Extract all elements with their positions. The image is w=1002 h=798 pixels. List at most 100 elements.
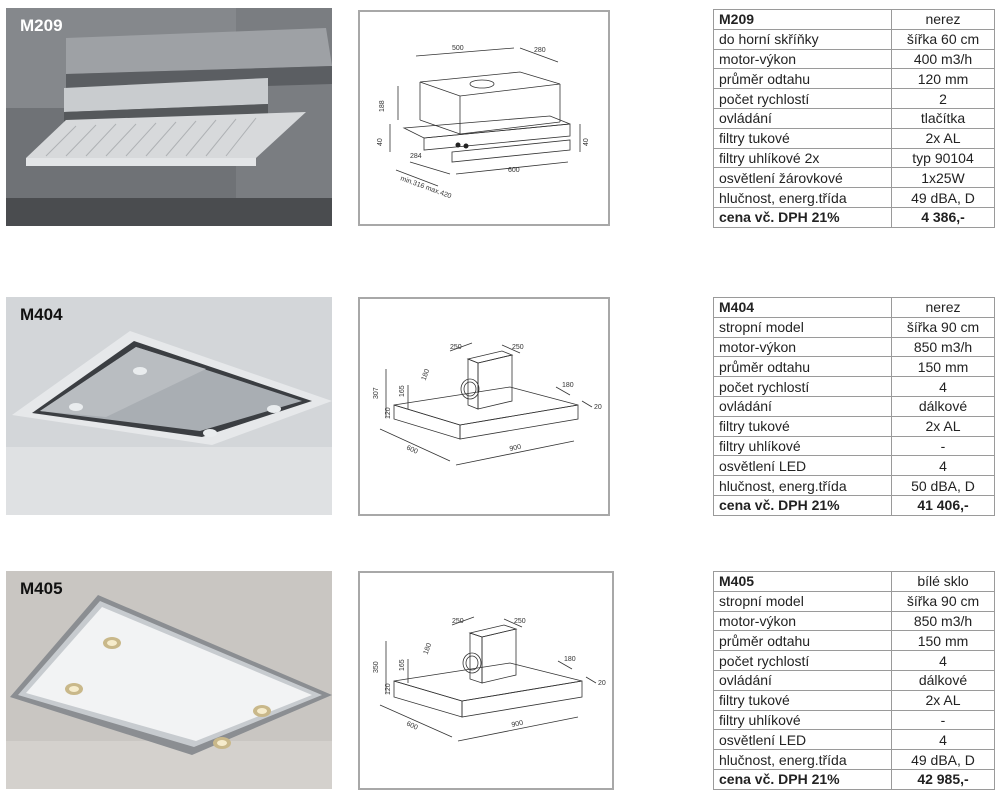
price-label: cena vč. DPH 21% bbox=[713, 768, 892, 790]
product-photo-m404: M404 bbox=[6, 297, 332, 515]
dim-label: 600 bbox=[405, 720, 419, 731]
product-photo-m405: M405 bbox=[6, 571, 332, 789]
dim-label: 350 bbox=[373, 661, 380, 673]
spec-key: ovládání bbox=[713, 669, 892, 691]
price-value: 42 985,- bbox=[891, 768, 995, 790]
spec-row: filtry uhlíkové- bbox=[713, 709, 995, 731]
dim-label: 600 bbox=[508, 167, 520, 174]
spec-key: filtry tukové bbox=[713, 689, 892, 711]
dim-label: 250 bbox=[450, 344, 462, 351]
spec-row: filtry uhlíkové- bbox=[713, 435, 995, 457]
price-label: cena vč. DPH 21% bbox=[713, 494, 892, 516]
spec-key: průměr odtahu bbox=[713, 68, 892, 90]
spec-key: hlučnost, energ.třída bbox=[713, 749, 892, 770]
spec-key: ovládání bbox=[713, 395, 892, 417]
spec-key: hlučnost, energ.třída bbox=[713, 475, 892, 496]
spec-value: 400 m3/h bbox=[891, 48, 995, 70]
price-row: cena vč. DPH 21%41 406,- bbox=[713, 494, 995, 516]
dim-label: 180 bbox=[421, 368, 432, 381]
spec-value: nerez bbox=[891, 297, 995, 318]
spec-key: osvětlení LED bbox=[713, 729, 892, 751]
spec-key: motor-výkon bbox=[713, 48, 892, 70]
spec-key: motor-výkon bbox=[713, 336, 892, 358]
dim-label: 165 bbox=[399, 659, 406, 671]
spec-value: bílé sklo bbox=[891, 571, 995, 592]
model-label: M209 bbox=[20, 16, 63, 35]
spec-key: filtry uhlíkové bbox=[713, 709, 892, 731]
spec-value: - bbox=[891, 435, 995, 457]
spec-value: typ 90104 bbox=[891, 147, 995, 169]
spec-value: 49 dBA, D bbox=[891, 187, 995, 208]
spec-key: filtry tukové bbox=[713, 127, 892, 149]
spec-value: 4 bbox=[891, 376, 995, 397]
dim-label: 250 bbox=[514, 618, 526, 625]
technical-drawing-m404: 250 250 180 307 165 120 180 20 600 900 bbox=[358, 297, 610, 516]
technical-drawing-m209: 500 280 188 40 284 600 40 min.316 max.42… bbox=[358, 10, 610, 226]
model-label: M405 bbox=[20, 579, 63, 598]
dim-label: 40 bbox=[377, 138, 384, 146]
spec-value: 2x AL bbox=[891, 689, 995, 711]
spec-value: 2x AL bbox=[891, 415, 995, 437]
spec-key: M404 bbox=[713, 297, 892, 318]
spec-value: - bbox=[891, 709, 995, 731]
dim-label: 40 bbox=[583, 138, 590, 146]
dim-label: 180 bbox=[564, 656, 576, 663]
spec-value: 120 mm bbox=[891, 68, 995, 90]
price-value: 4 386,- bbox=[891, 206, 995, 228]
dim-label: min.316 max.420 bbox=[399, 175, 452, 200]
spec-key: motor-výkon bbox=[713, 610, 892, 632]
spec-value: šířka 90 cm bbox=[891, 316, 995, 338]
technical-drawing-m405: 250 250 180 350 165 120 180 20 600 900 bbox=[358, 571, 614, 790]
spec-value: 850 m3/h bbox=[891, 336, 995, 358]
spec-key: počet rychlostí bbox=[713, 650, 892, 671]
dim-label: 307 bbox=[373, 387, 380, 399]
dim-label: 180 bbox=[423, 642, 434, 655]
dim-label: 120 bbox=[385, 683, 392, 695]
spec-value: 850 m3/h bbox=[891, 610, 995, 632]
spec-key: průměr odtahu bbox=[713, 630, 892, 652]
dim-label: 188 bbox=[379, 100, 386, 112]
dim-label: 250 bbox=[452, 618, 464, 625]
spec-key: filtry tukové bbox=[713, 415, 892, 437]
spec-value: šířka 60 cm bbox=[891, 28, 995, 50]
dim-label: 600 bbox=[405, 444, 419, 455]
spec-value: 150 mm bbox=[891, 356, 995, 378]
dim-label: 900 bbox=[511, 720, 524, 729]
dim-label: 280 bbox=[534, 47, 546, 54]
spec-key: průměr odtahu bbox=[713, 356, 892, 378]
price-row: cena vč. DPH 21%42 985,- bbox=[713, 768, 995, 790]
spec-value: 4 bbox=[891, 650, 995, 671]
spec-value: dálkové bbox=[891, 669, 995, 691]
spec-key: stropní model bbox=[713, 590, 892, 612]
spec-key: stropní model bbox=[713, 316, 892, 338]
price-row: cena vč. DPH 21%4 386,- bbox=[713, 206, 995, 228]
dim-label: 120 bbox=[385, 407, 392, 419]
spec-key: počet rychlostí bbox=[713, 376, 892, 397]
spec-value: 2 bbox=[891, 88, 995, 109]
spec-key: filtry uhlíkové bbox=[713, 435, 892, 457]
spec-key: hlučnost, energ.třída bbox=[713, 187, 892, 208]
spec-key: do horní skříňky bbox=[713, 28, 892, 50]
